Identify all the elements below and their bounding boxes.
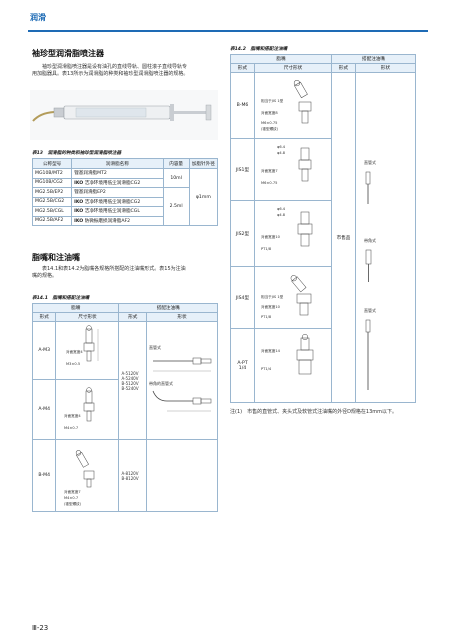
table13-caption: 表13 润滑脂的种类和袖珍型润滑脂喷注器 [32, 151, 122, 156]
grease-injector-image [30, 90, 218, 140]
page-number: Ⅲ-23 [32, 624, 49, 632]
nozzle-straight-diagram [365, 171, 371, 204]
nipple-diagram-b-m4: 对面宽度7 M4×0.7 (锥型螺纹) [55, 439, 120, 512]
nozzle-chuck-diagram [365, 249, 372, 282]
t13-header-dia: 加脂针外径 [188, 158, 219, 169]
svg-text:φ6.4: φ6.4 [277, 207, 286, 211]
nozzle-list-b: A-8120V B-8120V [118, 439, 147, 512]
nipple-diagram-a-pt14: 对面宽度14 PT1/4 [254, 328, 332, 403]
table-row: JIS2型 φ6.4 φ4.8 对面宽度10 PT1/8 [230, 200, 416, 267]
table-row: JIS1型 φ6.4 φ4.8 对面宽度7 M6×0.75 [230, 138, 416, 201]
table-row: A-PT 1/4 对面宽度14 PT1/4 [230, 328, 416, 403]
table142-footnote: 注(1) 市售的直管式、夹头式及软管式注油嘴的外径D规格在13mm以下。 [230, 409, 398, 415]
table142-caption: 表14.2 脂嘴和搭配注油嘴 [230, 47, 288, 52]
page-header-title: 润滑 [30, 13, 46, 22]
section-title-nipples: 脂嘴和注油嘴 [32, 253, 80, 262]
svg-text:(锥型螺纹): (锥型螺纹) [261, 126, 279, 131]
t13-header-name: 润滑脂名称 [71, 158, 164, 169]
table-row: MG10B/MT2 锂基润滑脂MT2 10ml φ1mm [31, 168, 219, 226]
svg-text:相当于JIS 1型: 相当于JIS 1型 [261, 294, 284, 299]
table-row: JIS4型 相当于JIS 1型 对面宽度10 PT1/8 [230, 266, 416, 329]
nipple-diagram-a-m4: 对面宽度4 M4×0.7 [55, 379, 120, 440]
svg-text:对面宽度7: 对面宽度7 [261, 168, 278, 173]
nipple-diagram-jis1: φ6.4 φ4.8 对面宽度7 M6×0.75 [254, 138, 332, 201]
section-title-grease-injector: 袖珍型润滑脂喷注器 [32, 49, 104, 58]
table141-caption: 表14.1 脂嘴和搭配注油嘴 [32, 296, 90, 301]
header-bar [28, 10, 428, 32]
svg-text:对面宽度4: 对面宽度4 [64, 413, 81, 418]
svg-text:对面宽度14: 对面宽度14 [261, 348, 281, 353]
nipple-diagram-jis4: 相当于JIS 1型 对面宽度10 PT1/8 [254, 266, 332, 329]
svg-text:对面宽度10: 对面宽度10 [261, 304, 281, 309]
table13: 公称型号 润滑脂名称 内容量 加脂针外径 MG10B/MT2 锂基润滑脂MT2 … [31, 158, 219, 226]
nozzle-hose-diagram [365, 319, 371, 390]
table-row: A-M4 对面宽度4 M4×0.7 [31, 379, 218, 440]
table142: 脂嘴 搭配注油嘴 形式 尺寸形状 形式 形状 B-M6 相当于JIS 1型 对面… [230, 54, 416, 403]
svg-text:相当于JIS 1型: 相当于JIS 1型 [261, 98, 284, 103]
svg-text:M4×0.7: M4×0.7 [64, 496, 78, 500]
t13-header-model: 公称型号 [31, 158, 73, 169]
svg-text:M4×0.7: M4×0.7 [64, 426, 78, 430]
svg-text:对面宽度4: 对面宽度4 [66, 349, 83, 354]
nozzle-shape-diagram-a: 直管式 带角的直管式 [146, 321, 218, 440]
table-row: MG2.5B/AF2 IKO 防微振磨损润滑脂AF2 [31, 215, 218, 226]
nipple-diagram-a-m3: 对面宽度4 M3×0.5 [55, 321, 120, 380]
svg-text:PT1/4: PT1/4 [261, 367, 272, 371]
svg-text:PT1/8: PT1/8 [261, 315, 272, 319]
svg-text:对面宽度7: 对面宽度7 [64, 489, 81, 494]
nozzle-shape-diagrams-right: 直管式 带角式 直管式 [355, 72, 416, 403]
svg-text:φ4.8: φ4.8 [277, 151, 286, 155]
svg-text:φ4.8: φ4.8 [277, 213, 286, 217]
svg-text:对面宽度10: 对面宽度10 [261, 234, 281, 239]
table-row: B-M6 相当于JIS 1型 对面宽度8 M6×0.75 (锥型螺纹) 市售品 … [230, 72, 416, 403]
table-row: B-M4 对面宽度7 M4×0.7 (锥型螺纹) A-8120V B-8120V [31, 439, 218, 512]
svg-text:(锥型螺纹): (锥型螺纹) [64, 501, 82, 506]
t13-header-volume: 内容量 [162, 158, 190, 169]
svg-text:φ6.4: φ6.4 [277, 145, 286, 149]
section2-paragraph: 表14.1和表14.2为脂嘴各规格所搭配的注油嘴形式。表15为注油 嘴的规格。 [32, 266, 186, 279]
svg-text:PT1/8: PT1/8 [261, 247, 272, 251]
svg-text:M3×0.5: M3×0.5 [66, 362, 80, 366]
nipple-diagram-b-m6: 相当于JIS 1型 对面宽度8 M6×0.75 (锥型螺纹) [254, 72, 332, 139]
svg-text:M6×0.75: M6×0.75 [261, 181, 277, 185]
table-row: A-M3 对面宽度4 M3×0.5 A-5120V A-5240V B-5120… [31, 321, 218, 440]
svg-text:M6×0.75: M6×0.75 [261, 121, 277, 125]
section-paragraph: 袖珍型润滑脂喷注器是设有油孔的直线导轨、圆柱滚子直线导轨专 用加脂器具。表13所… [32, 64, 189, 77]
table141: 脂嘴 搭配注油嘴 形式 尺寸形状 形式 形状 A-M3 对面宽度4 M3×0.5… [31, 303, 218, 512]
nozzle-list-a: A-5120V A-5240V B-5120V B-5240V [118, 321, 147, 440]
nipple-diagram-jis2: φ6.4 φ4.8 对面宽度10 PT1/8 [254, 200, 332, 267]
svg-text:对面宽度8: 对面宽度8 [261, 110, 278, 115]
